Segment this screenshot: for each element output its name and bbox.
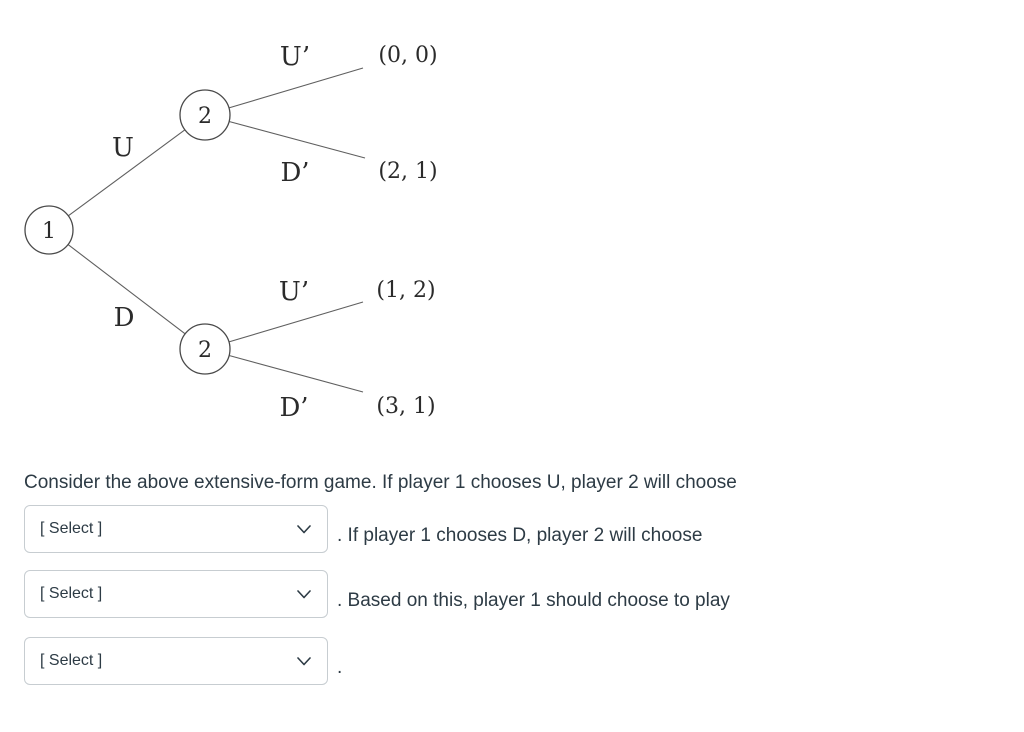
node-player2-lower-circle xyxy=(179,323,231,375)
payoff-du: (1, 2) xyxy=(376,278,435,303)
select-player2-after-d[interactable]: [ Select ] xyxy=(24,570,328,618)
edge-u-prime-lower xyxy=(228,301,364,343)
edge-label-d-prime-upper: D’ xyxy=(280,158,309,188)
edge-d-prime-upper xyxy=(228,120,366,159)
question-text-after-select-2: . Based on this, player 1 should choose … xyxy=(337,589,730,611)
chevron-down-icon xyxy=(297,656,311,666)
edge-d xyxy=(67,244,186,335)
edge-u xyxy=(67,129,186,217)
edge-d-prime-lower xyxy=(228,354,364,393)
select-player1-choice[interactable]: [ Select ] xyxy=(24,637,328,685)
payoff-uu: (0, 0) xyxy=(378,43,437,68)
select-player1-choice-value: [ Select ] xyxy=(40,652,103,669)
node-player1-circle xyxy=(24,205,74,255)
chevron-down-icon xyxy=(297,524,311,534)
game-tree-diagram: 1 2 2 U D U’ D’ U’ D’ (0, 0) (2, 1) (1, … xyxy=(24,42,438,423)
node-player2-lower-label: 2 xyxy=(198,338,212,363)
node-player2-upper-label: 2 xyxy=(198,104,212,129)
edge-u-prime-upper xyxy=(228,67,364,109)
select-player2-after-d-value: [ Select ] xyxy=(40,585,103,602)
chevron-down-icon xyxy=(297,589,311,599)
question-intro-text: Consider the above extensive-form game. … xyxy=(24,472,737,493)
payoff-dd: (3, 1) xyxy=(376,394,435,419)
edge-label-u-prime-upper: U’ xyxy=(280,42,310,72)
select-player2-after-u[interactable]: [ Select ] xyxy=(24,505,328,553)
edge-label-d: D xyxy=(114,303,135,333)
question-text-after-select-3: . xyxy=(337,656,343,678)
answer-row-2: [ Select ] . Based on this, player 1 sho… xyxy=(24,570,730,618)
node-player1-label: 1 xyxy=(42,219,56,244)
question-text-after-select-1: . If player 1 chooses D, player 2 will c… xyxy=(337,524,703,546)
edge-label-d-prime-lower: D’ xyxy=(279,393,308,423)
answer-row-1: [ Select ] . If player 1 chooses D, play… xyxy=(24,505,702,553)
node-player2-upper-circle xyxy=(179,89,231,141)
select-player2-after-u-value: [ Select ] xyxy=(40,520,103,537)
edge-label-u: U xyxy=(112,133,134,163)
edge-label-u-prime-lower: U’ xyxy=(279,277,309,307)
answer-row-3: [ Select ] . xyxy=(24,637,342,685)
payoff-ud: (2, 1) xyxy=(378,159,437,184)
